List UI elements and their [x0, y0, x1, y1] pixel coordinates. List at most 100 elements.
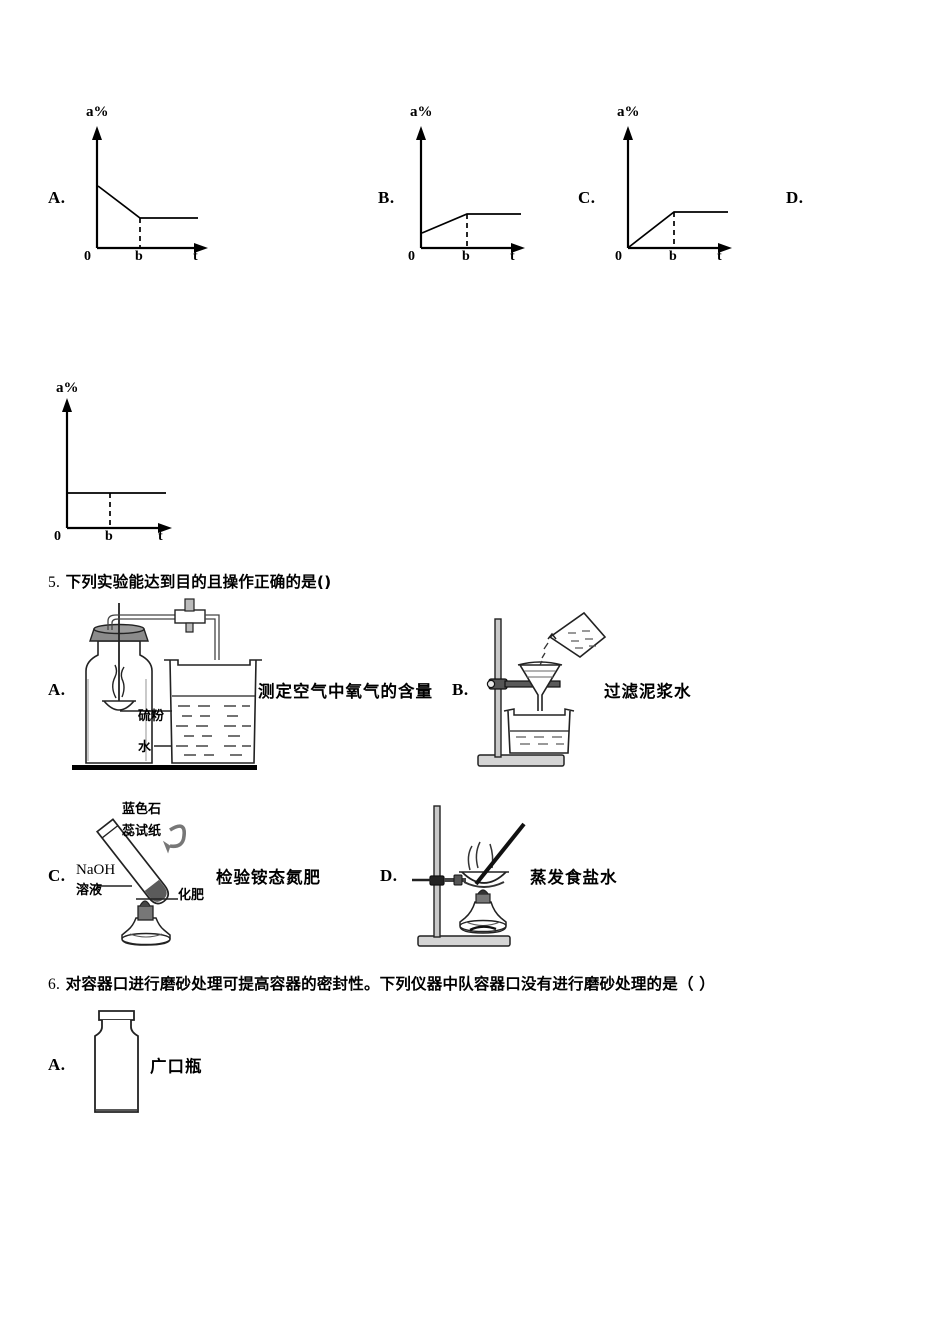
graph-option-b: a% 0 b t [405, 104, 545, 268]
q6-apparatus-a [78, 1005, 158, 1125]
clamp-screw-bottom [185, 622, 194, 633]
wide-mouth-bottle-body [94, 1020, 139, 1113]
delivery-tube-inner [111, 618, 177, 630]
graph-b-origin-label: 0 [408, 249, 415, 264]
pinch-clamp [174, 609, 206, 624]
lamp-wick-holder-d [475, 893, 491, 904]
iron-stand-rod-d [433, 805, 441, 938]
graph-d-origin-label: 0 [54, 529, 61, 544]
litmus-paper-strip [169, 824, 187, 849]
beaker-rim-spout [164, 659, 262, 666]
graph-c-y-arrow [623, 126, 633, 140]
graph-d-tick-label-b: b [105, 529, 113, 544]
q5-a-caption: 测定空气中氧气的含量 [258, 682, 433, 701]
graph-c-x-arrow [718, 243, 732, 253]
test-tube-rim-band [101, 825, 119, 839]
q6-option-letter-a: A. [48, 1055, 66, 1074]
q5-c-label-naoh: NaOH [76, 862, 116, 878]
evaporating-dish [461, 871, 507, 884]
combustion-spoon-bowl [103, 700, 135, 711]
pouring-beaker [547, 611, 607, 658]
q5-apparatus-a [72, 598, 272, 778]
iron-stand-base-d [417, 935, 511, 947]
graph-a-curve [97, 185, 198, 219]
alcohol-lamp-base [121, 932, 171, 946]
question-5-stem: 5. 下列实验能达到目的且操作正确的是() [48, 570, 331, 592]
steam-wisp-1 [467, 845, 473, 871]
graph-option-d: a% 0 b t [48, 380, 198, 548]
graph-a-origin-label: 0 [84, 249, 91, 264]
graph-d-x-arrow [158, 523, 172, 533]
alcohol-lamp-liquid [129, 933, 163, 938]
pouring-liquid-hatch [568, 630, 596, 649]
q5-c-label-solution: 溶液 [76, 883, 103, 898]
q5-b-caption: 过滤泥浆水 [604, 682, 692, 701]
graph-a-tick-label-b: b [135, 249, 143, 264]
graph-option-letter-a: A. [48, 188, 66, 207]
delivery-tube-outer [107, 614, 177, 630]
graph-d-x-axis-label: t [158, 529, 163, 544]
graph-b-tick-label-b: b [462, 249, 470, 264]
q6-a-caption: 广口瓶 [150, 1057, 203, 1076]
q5-option-letter-d: D. [380, 866, 398, 885]
graph-a-x-axis-label: t [193, 249, 198, 264]
burning-flame-2 [120, 666, 125, 698]
q5-c-label-litmus-line2: 蕊试纸 [122, 824, 162, 839]
lamp-flame-d [477, 889, 489, 895]
bench-surface [72, 765, 257, 770]
graph-option-c: a% 0 b t [612, 104, 752, 268]
question-5-number: 5. [48, 574, 61, 591]
graph-d-y-axis-label: a% [56, 380, 79, 396]
receiving-beaker-rim [503, 708, 575, 716]
lamp-wick-shadow [469, 925, 497, 932]
graph-a-y-axis-label: a% [86, 104, 109, 120]
graph-c-tick-label-b: b [669, 249, 677, 264]
graph-c-y-axis-label: a% [617, 104, 640, 120]
q5-a-label-water: 水 [138, 740, 152, 755]
q5-d-caption: 蒸发食盐水 [530, 868, 618, 887]
alcohol-lamp-liquid-d [465, 921, 501, 927]
glass-stirring-rod [474, 822, 526, 886]
bottle-mouth [98, 1010, 135, 1021]
graph-d-y-arrow [62, 398, 72, 412]
q5-option-letter-a: A. [48, 680, 66, 699]
question-5-text: 下列实验能达到目的且操作正确的是() [65, 573, 332, 591]
question-6-number: 6. [48, 976, 61, 993]
q5-c-label-fertilizer: 化肥 [178, 888, 205, 903]
question-6-text: 对容器口进行磨砂处理可提高容器的密封性。下列仪器中队容器口没有进行磨砂处理的是（… [65, 975, 715, 993]
iron-ring [463, 881, 505, 888]
q5-apparatus-b [472, 603, 607, 773]
q5-a-label-sulfur: 硫粉 [138, 709, 165, 724]
graph-b-curve [421, 213, 521, 234]
graph-option-a: a% 0 b t [78, 104, 228, 268]
funnel-rim [517, 661, 563, 666]
steam-wisp-2 [475, 841, 481, 869]
q5-option-letter-b: B. [452, 680, 469, 699]
q5-apparatus-c [95, 798, 230, 953]
graph-c-origin-label: 0 [615, 249, 622, 264]
clamp-screw [486, 679, 496, 689]
q5-option-letter-c: C. [48, 866, 66, 885]
graph-a-y-arrow [92, 126, 102, 140]
alcohol-lamp-flame [139, 900, 151, 907]
litmus-paper-tip [162, 840, 171, 854]
question-6-stem: 6. 对容器口进行磨砂处理可提高容器的密封性。下列仪器中队容器口没有进行磨砂处理… [48, 972, 715, 994]
ring-arm-joint [453, 874, 463, 886]
graph-option-letter-c: C. [578, 188, 596, 207]
graph-b-y-arrow [416, 126, 426, 140]
pouring-stream [539, 642, 549, 666]
clamp-screw-top [184, 598, 195, 612]
receiving-water-hatch [516, 736, 564, 745]
graph-c-curve [628, 211, 728, 248]
fertilizer-solid [144, 879, 167, 902]
graph-option-letter-b: B. [378, 188, 395, 207]
water-hatching [176, 705, 251, 756]
burning-flame-1 [112, 664, 118, 699]
graph-c-x-axis-label: t [717, 249, 722, 264]
q5-c-label-litmus-line1: 蓝色石 [122, 802, 162, 817]
graph-a-x-arrow [194, 243, 208, 253]
alcohol-lamp-wick-holder [137, 905, 154, 921]
receiving-beaker [507, 710, 571, 754]
beaker [169, 659, 257, 764]
